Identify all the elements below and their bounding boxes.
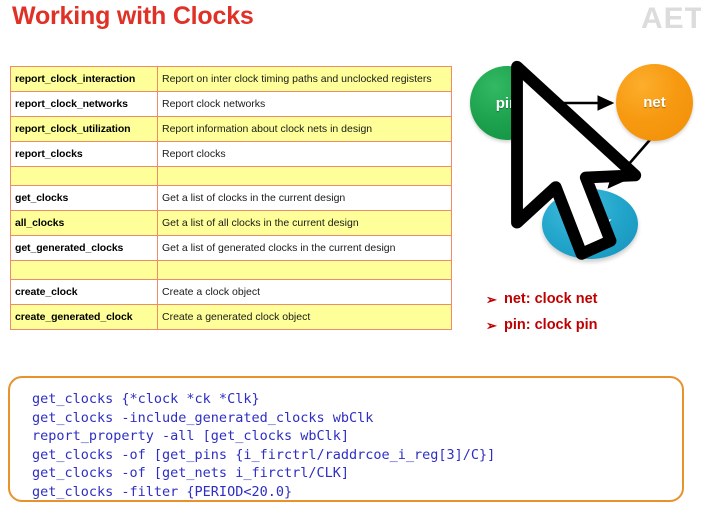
table-cell-description: Report information about clock nets in d… <box>157 116 452 142</box>
table-spacer-row <box>10 166 452 186</box>
code-line: get_clocks {*clock *ck *Clk} <box>32 391 260 407</box>
arrow-net-clock <box>607 133 656 189</box>
table-cell-command: report_clock_networks <box>10 91 158 117</box>
diagram-node-net[interactable]: net <box>616 64 693 141</box>
arrow-pin-clock <box>523 134 573 189</box>
table-cell-description: Create a clock object <box>157 279 452 305</box>
code-line: get_clocks -include_generated_clocks wbC… <box>32 409 374 426</box>
table-cell-description: Get a list of all clocks in the current … <box>157 210 452 236</box>
table-cell-description: Report clocks <box>157 141 452 167</box>
table-cell-command: create_generated_clock <box>10 304 158 330</box>
table-cell-description: Create a generated clock object <box>157 304 452 330</box>
table-cell-command: report_clock_utilization <box>10 116 158 142</box>
legend-item-pin-label: pin: clock pin <box>504 317 598 333</box>
diagram-node-pin[interactable]: pin <box>470 66 544 140</box>
code-line: get_clocks -of [get_pins {i_firctrl/radd… <box>32 446 496 463</box>
page-title: Working with Clocks <box>12 2 254 30</box>
table-cell-command <box>10 166 158 186</box>
diagram-node-clock[interactable]: Clock <box>542 189 638 259</box>
diagram-legend: ➢ net: clock net ➢ pin: clock pin <box>486 286 696 338</box>
table-cell-command: report_clocks <box>10 141 158 167</box>
legend-item-pin: ➢ pin: clock pin <box>486 312 696 338</box>
table-cell-description: Report on inter clock timing paths and u… <box>157 66 452 92</box>
diagram-node-clock-label: Clock <box>568 215 612 232</box>
code-example-lines: get_clocks {*clock *ck *Clk} get_clocks -… <box>32 390 495 502</box>
diagram-node-net-label: net <box>643 94 666 111</box>
arrow-bullet-icon: ➢ <box>486 291 497 307</box>
aet-logo: AET <box>641 2 701 35</box>
code-line: get_clocks -of [get_nets i_firctrl/CLK] <box>32 465 349 482</box>
arrow-bullet-icon: ➢ <box>486 317 497 333</box>
legend-item-net-label: net: clock net <box>504 291 598 307</box>
table-cell-description <box>157 260 452 280</box>
table-cell-command: create_clock <box>10 279 158 305</box>
table-cell-command <box>10 260 158 280</box>
table-cell-description <box>157 166 452 186</box>
code-line: report_property -all [get_clocks wbClk] <box>32 428 349 445</box>
table-cell-description: Get a list of clocks in the current desi… <box>157 185 452 211</box>
code-example-box: get_clocks {*clock *ck *Clk} get_clocks -… <box>8 376 684 502</box>
table-cell-command: get_generated_clocks <box>10 235 158 261</box>
table-spacer-row <box>10 260 452 280</box>
diagram-node-pin-label: pin <box>495 94 519 112</box>
code-line: get_clocks -filter {PERIOD<20.0} <box>32 483 293 500</box>
table-cell-command: all_clocks <box>10 210 158 236</box>
table-cell-command: report_clock_interaction <box>10 66 158 92</box>
legend-item-net: ➢ net: clock net <box>486 286 696 312</box>
table-cell-description: Get a list of generated clocks in the cu… <box>157 235 452 261</box>
table-cell-command: get_clocks <box>10 185 158 211</box>
clock-object-diagram: pin net Clock <box>462 56 701 271</box>
table-cell-description: Report clock networks <box>157 91 452 117</box>
